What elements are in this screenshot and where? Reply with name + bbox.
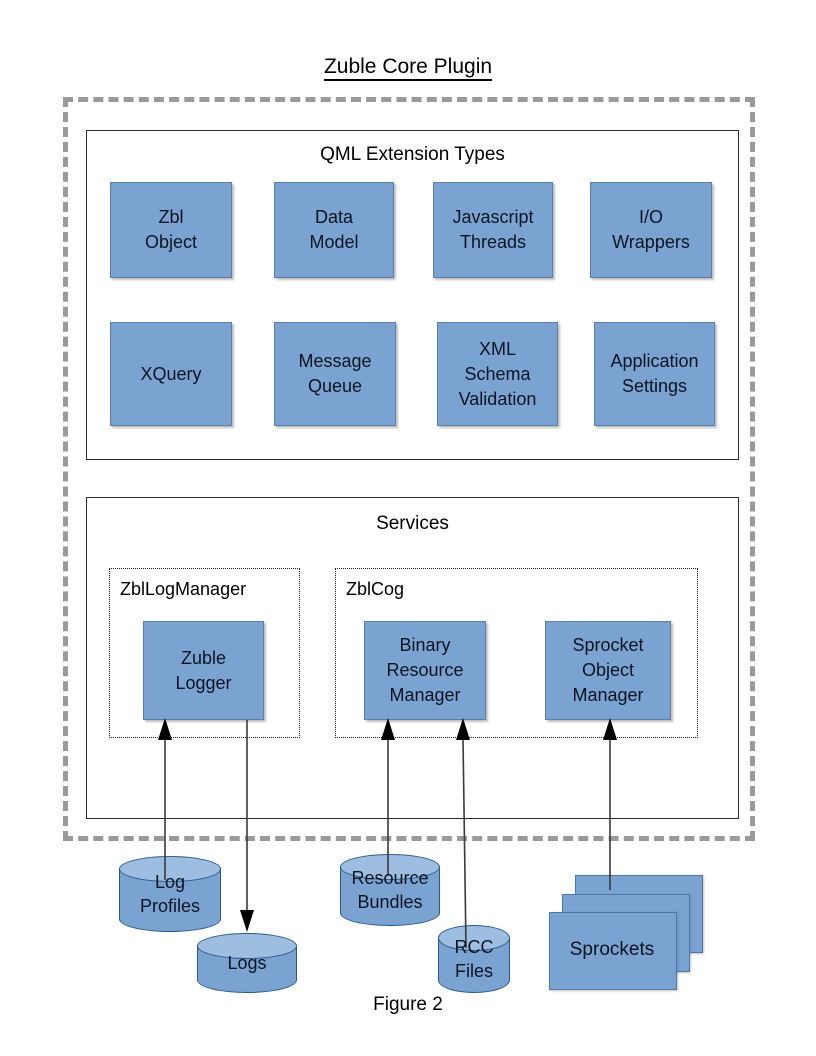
group-zbllogmanager: ZblLogManager <box>109 568 300 738</box>
node-data-model[interactable]: Data Model <box>274 182 394 278</box>
datastore-sprockets[interactable]: Sprockets <box>549 875 703 990</box>
page-title-text: Zuble Core Plugin <box>323 55 493 81</box>
datastore-resource-bundles-label: Resource Bundles <box>351 868 429 912</box>
node-zuble-logger[interactable]: Zuble Logger <box>143 621 264 720</box>
figure-caption: Figure 2 <box>373 994 443 1015</box>
datastore-logs[interactable]: Logs <box>197 933 297 993</box>
datastore-sprockets-label: Sprockets <box>569 939 655 960</box>
plugin-boundary-frame <box>63 97 755 841</box>
node-message-queue[interactable]: Message Queue <box>274 322 396 426</box>
cylinder-top <box>119 856 221 882</box>
node-io-wrappers[interactable]: I/O Wrappers <box>590 182 712 278</box>
datastore-log-profiles-label: Log Profiles <box>139 872 201 916</box>
group-zblcog: ZblCog <box>335 568 698 738</box>
datastore-resource-bundles[interactable]: Resource Bundles <box>340 854 440 926</box>
node-xquery[interactable]: XQuery <box>110 322 232 426</box>
datastore-logs-label: Logs <box>227 953 267 973</box>
qml-section-title: QML Extension Types <box>320 144 505 165</box>
group-zbllogmanager-label: ZblLogManager <box>120 579 247 599</box>
node-zbl-object[interactable]: Zbl Object <box>110 182 232 278</box>
cylinder-top <box>340 854 440 880</box>
page-title: Zuble Core Plugin <box>0 54 816 81</box>
node-sprocket-object-manager[interactable]: Sprocket Object Manager <box>545 621 671 720</box>
node-application-settings[interactable]: Application Settings <box>594 322 715 426</box>
group-zblcog-label: ZblCog <box>346 579 405 599</box>
node-xml-schema-validation[interactable]: XML Schema Validation <box>437 322 558 426</box>
datastore-log-profiles[interactable]: Log Profiles <box>119 856 221 932</box>
datastore-rcc-files-label: RCC Files <box>454 937 494 981</box>
sprocket-sheet-front <box>549 912 677 990</box>
services-section-title: Services <box>376 513 449 534</box>
node-binary-resource-manager[interactable]: Binary Resource Manager <box>364 621 486 720</box>
cylinder-top <box>438 925 510 951</box>
datastore-rcc-files[interactable]: RCC Files <box>438 925 510 993</box>
cylinder-top <box>197 933 297 959</box>
node-javascript-threads[interactable]: Javascript Threads <box>433 182 553 278</box>
